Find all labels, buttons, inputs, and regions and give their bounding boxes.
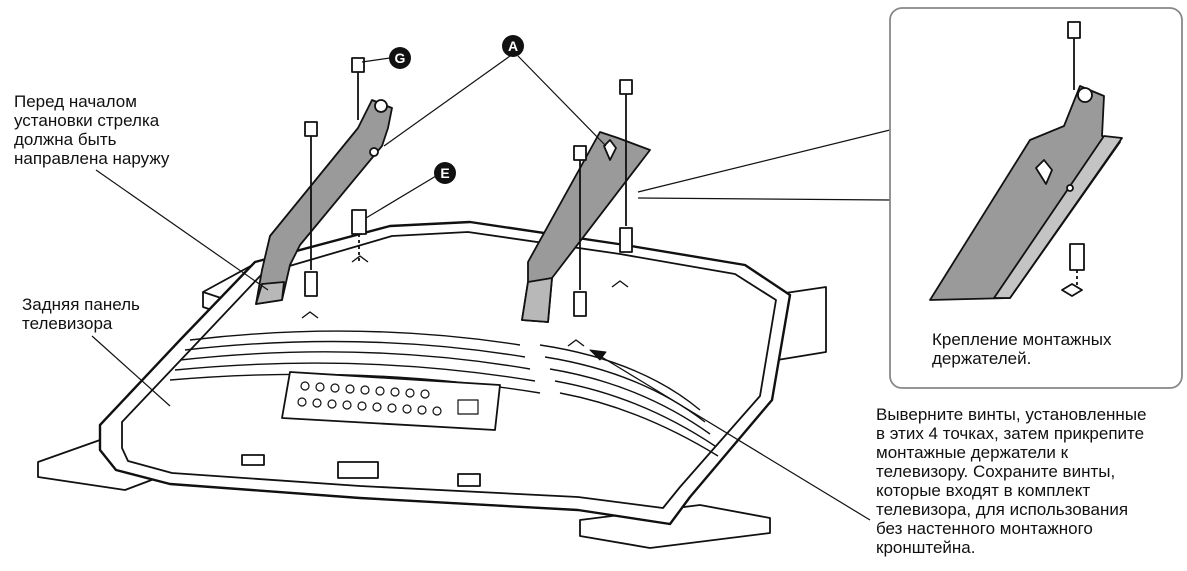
left-mounting-bracket bbox=[255, 99, 393, 305]
detail-screw bbox=[1067, 21, 1081, 90]
screw-g-left bbox=[351, 57, 365, 120]
leader-back-panel bbox=[91, 335, 171, 407]
connector-panel bbox=[281, 371, 501, 431]
mount-hole-marks bbox=[301, 255, 629, 347]
screw-right-front bbox=[573, 145, 587, 317]
leader-remove-screws bbox=[599, 355, 871, 521]
right-bracket-flange bbox=[521, 277, 553, 323]
panel-ribs bbox=[169, 330, 719, 457]
screw-right-back bbox=[619, 79, 633, 253]
leader-e bbox=[365, 175, 437, 219]
tv-back-panel-label: Задняя панель телевизора bbox=[22, 295, 140, 333]
leader-a-right bbox=[517, 55, 607, 147]
arrow-direction-note: Перед началом установки стрелка должна б… bbox=[14, 92, 170, 168]
tv-back-panel-inner bbox=[121, 231, 777, 509]
part-badge-a: A bbox=[502, 35, 524, 57]
tv-bottom-edge bbox=[99, 449, 671, 525]
vent-slot-right bbox=[457, 473, 481, 487]
vent-slot-left bbox=[241, 454, 265, 466]
zoom-line-bottom bbox=[637, 197, 891, 201]
detail-bracket bbox=[929, 85, 1123, 301]
leader-g bbox=[361, 57, 391, 63]
part-badge-g: G bbox=[389, 47, 411, 69]
spacer-e bbox=[351, 209, 367, 235]
left-bracket-hook bbox=[374, 99, 388, 113]
zoom-line-top bbox=[637, 129, 891, 193]
part-badge-e: E bbox=[434, 162, 456, 184]
leader-a-left bbox=[383, 55, 511, 147]
screw-left-front bbox=[304, 121, 318, 297]
detail-spacer bbox=[1061, 243, 1085, 297]
left-bracket-flange bbox=[255, 281, 285, 305]
vent-slot-center bbox=[337, 461, 379, 479]
left-bracket-hole bbox=[369, 147, 379, 157]
detail-caption: Крепление монтажных держателей. bbox=[932, 330, 1112, 368]
leader-arrow-note bbox=[95, 169, 269, 291]
remove-screws-note: Выверните винты, установленные в этих 4 … bbox=[876, 405, 1147, 557]
leader-remove-screws-arrowhead bbox=[589, 349, 607, 361]
right-bracket-arrow-mark bbox=[603, 139, 617, 161]
